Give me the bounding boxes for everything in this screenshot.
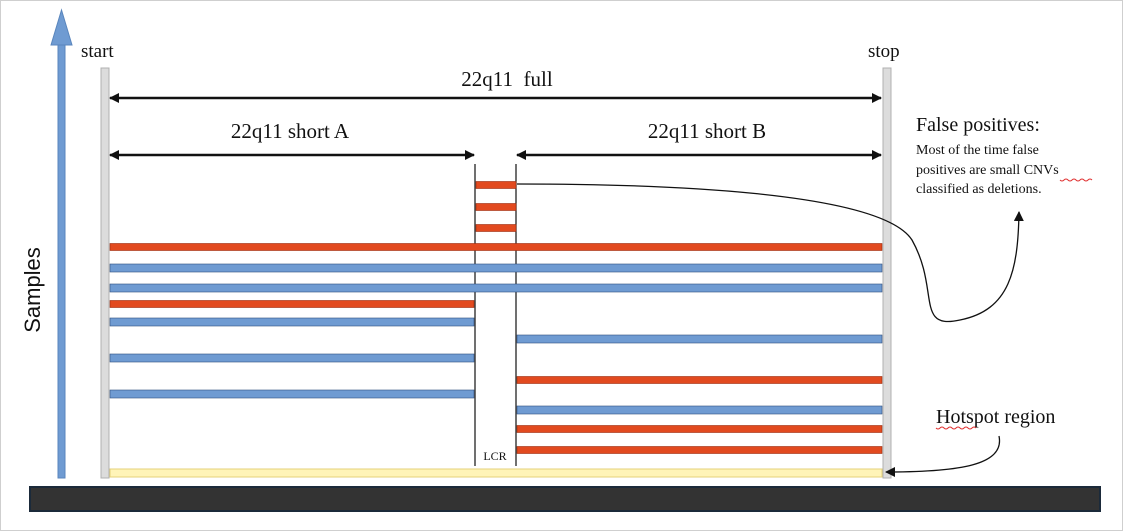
stop-label: stop <box>868 41 900 62</box>
false-positives-line1: Most of the time false <box>916 143 1039 158</box>
short-b-label: 22q11 short B <box>648 119 766 143</box>
false-positive-connector-arrow <box>516 183 1024 323</box>
deletion-segment-b <box>516 425 883 433</box>
false-positives-line2: positives are small CNVs <box>916 163 1059 178</box>
sample-segments <box>109 181 883 454</box>
duplication-segment-full <box>109 263 883 273</box>
y-axis-arrow <box>50 8 73 479</box>
deletion-segment-b <box>516 446 883 454</box>
hotspot-region-label: Hotspot region <box>936 406 1055 428</box>
full-span-label: 22q11 full <box>461 67 553 91</box>
ground-bar <box>29 486 1101 512</box>
deletion-segment-lcr <box>475 203 517 211</box>
duplication-segment-b <box>516 405 883 415</box>
deletion-segment-b <box>516 376 883 384</box>
hotspot-spell-underline <box>935 426 977 430</box>
stop-boundary <box>882 67 892 479</box>
duplication-segment-a <box>109 317 475 327</box>
duplication-segment-a <box>109 353 475 363</box>
deletion-segment-a <box>109 300 475 308</box>
duplication-segment-a <box>109 389 475 399</box>
duplication-segment-b <box>516 334 883 344</box>
start-boundary <box>100 67 110 479</box>
hotspot-region-bar <box>109 468 883 478</box>
deletion-segment-lcr <box>475 224 517 232</box>
lcr-label: LCR <box>483 449 506 463</box>
cnvs-spell-underline <box>1059 178 1093 182</box>
short-a-label: 22q11 short A <box>231 119 350 143</box>
y-axis-label: Samples <box>20 247 45 333</box>
duplication-segment-full <box>109 283 883 293</box>
false-positives-line3: classified as deletions. <box>916 182 1042 197</box>
false-positives-title: False positives: <box>916 114 1040 136</box>
hotspot-connector-arrow <box>885 435 1001 477</box>
deletion-segment-lcr <box>475 181 517 189</box>
start-label: start <box>81 41 114 62</box>
deletion-segment-full <box>109 243 883 251</box>
